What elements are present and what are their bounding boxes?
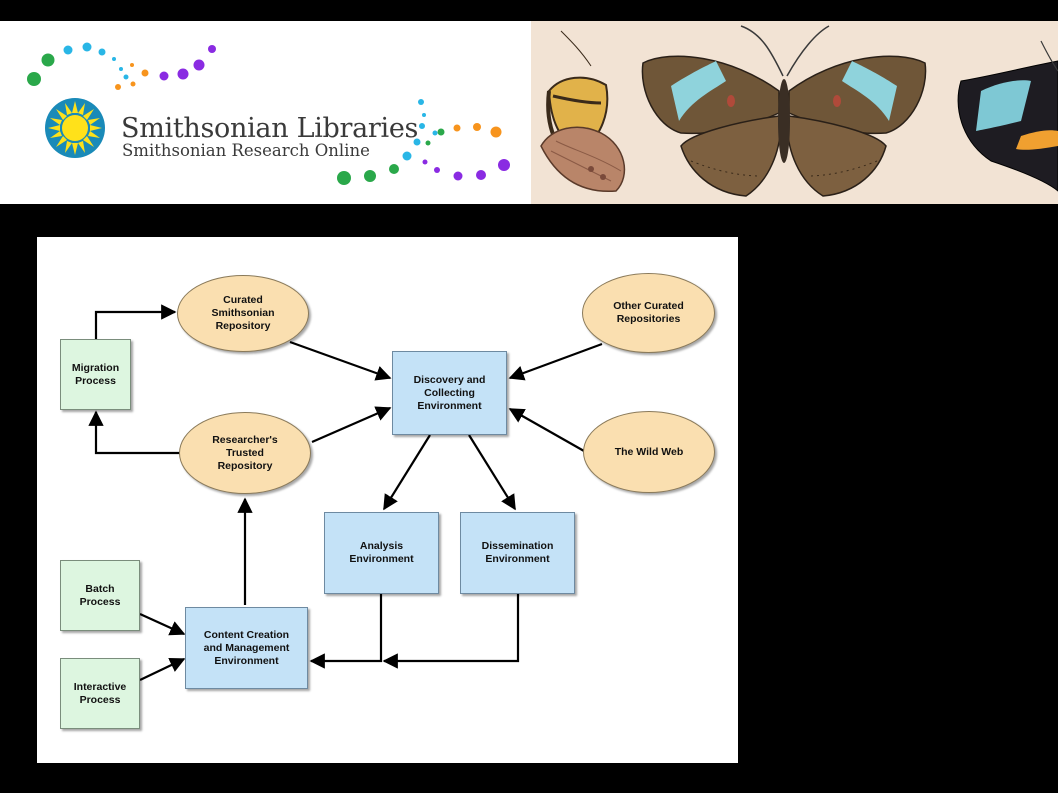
workflow-diagram: Curated Smithsonian Repository Other Cur… (37, 237, 738, 763)
node-dissemination-environment: Dissemination Environment (460, 512, 575, 594)
arrow-analysis-to-content (309, 594, 383, 669)
arrow-wild-web-to-discovery (508, 408, 585, 452)
node-curated-smithsonian-repository: Curated Smithsonian Repository (177, 275, 309, 352)
arrow-discovery-to-analysis (383, 434, 431, 511)
node-content-creation-management-environment: Content Creation and Management Environm… (185, 607, 308, 689)
node-analysis-environment: Analysis Environment (324, 512, 439, 594)
decorative-dots (27, 42, 510, 185)
arrow-researchers-to-discovery (311, 406, 392, 444)
node-interactive-process: Interactive Process (60, 658, 140, 729)
banner-logo-area: Smithsonian Libraries Smithsonian Resear… (0, 21, 531, 204)
arrow-curated-to-discovery (289, 340, 392, 381)
butterfly-illustration-icon (531, 21, 1058, 204)
diagram-connectors (88, 304, 603, 681)
node-the-wild-web: The Wild Web (583, 411, 715, 493)
arrow-migration-to-curated (94, 304, 177, 339)
arrow-researchers-to-migration (88, 410, 180, 455)
library-title: Smithsonian Libraries (121, 113, 419, 144)
node-researchers-trusted-repository: Researcher's Trusted Repository (179, 412, 311, 494)
arrow-discovery-to-dissemination (468, 434, 516, 511)
arrow-batch-to-content (139, 612, 186, 636)
node-discovery-collecting-environment: Discovery and Collecting Environment (392, 351, 507, 435)
arrow-dissemination-to-content (382, 594, 520, 669)
header-banner: Smithsonian Libraries Smithsonian Resear… (0, 21, 1058, 204)
node-other-curated-repositories: Other Curated Repositories (582, 273, 715, 353)
smithsonian-sun-logo-icon (45, 98, 105, 158)
node-batch-process: Batch Process (60, 560, 140, 631)
arrow-other-curated-to-discovery (508, 342, 603, 381)
node-migration-process: Migration Process (60, 339, 131, 410)
library-subtitle: Smithsonian Research Online (122, 141, 370, 160)
arrow-interactive-to-content (139, 658, 186, 681)
